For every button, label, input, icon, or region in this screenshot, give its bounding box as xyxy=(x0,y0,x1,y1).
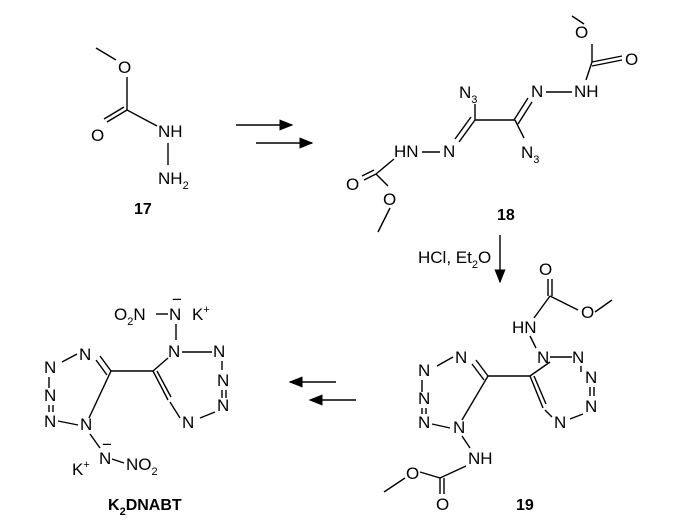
atom-n: N xyxy=(554,413,566,432)
atom-n: N xyxy=(453,418,465,437)
atom-o: O xyxy=(436,495,449,514)
compound-19-structure: O O HN N N N N N N N N N xyxy=(383,260,613,514)
product-k2dnabt-structure: O2N N − K+ N N N N N N N N N N xyxy=(44,290,229,518)
atom-n: N xyxy=(572,348,584,367)
atom-n: N xyxy=(418,361,430,380)
atom-n: N xyxy=(418,413,430,432)
atom-hn: HN xyxy=(394,142,419,161)
atom-o: O xyxy=(91,126,104,145)
compound-label-19: 19 xyxy=(516,497,534,514)
reaction-arrows-17-18 xyxy=(236,119,314,149)
atom-n: N xyxy=(585,368,597,387)
reaction-arrows-19-product xyxy=(288,376,356,406)
atom-n3: N3 xyxy=(459,83,477,106)
atom-n: N xyxy=(537,348,549,367)
potassium-ion: K+ xyxy=(192,304,210,324)
potassium-ion: K+ xyxy=(72,459,90,479)
compound-label-17: 17 xyxy=(134,201,152,218)
atom-n: N xyxy=(80,415,92,434)
atom-n: N xyxy=(585,397,597,416)
atom-no2: NO2 xyxy=(126,455,158,478)
atom-o: O xyxy=(383,190,396,209)
atom-n: N xyxy=(44,386,56,405)
compound-17-structure: O O NH NH2 17 xyxy=(91,47,189,218)
atom-o2n: O2N xyxy=(114,305,146,328)
atom-n: N xyxy=(531,82,543,101)
atom-o: O xyxy=(346,175,359,194)
minus-charge: − xyxy=(102,435,112,454)
atom-n: N xyxy=(79,345,91,364)
atom-n: N xyxy=(182,413,194,432)
atom-n: N xyxy=(418,389,430,408)
atom-o: O xyxy=(581,303,594,322)
atom-n: N xyxy=(44,412,56,431)
reaction-arrow-18-19: HCl, Et2O xyxy=(418,235,506,284)
compound-label-18: 18 xyxy=(497,207,515,224)
compound-18-structure: O O NH N N3 N3 N HN O O 18 xyxy=(346,15,638,233)
minus-charge: − xyxy=(172,290,182,309)
atom-n: N xyxy=(217,396,229,415)
reagent-label: HCl, Et2O xyxy=(418,248,491,271)
atom-n: N xyxy=(443,142,455,161)
atom-o: O xyxy=(118,58,131,77)
atom-n: N xyxy=(217,371,229,390)
atom-o: O xyxy=(625,50,638,69)
atom-o: O xyxy=(575,23,588,42)
atom-o: O xyxy=(539,260,552,279)
atom-n: N xyxy=(455,348,467,367)
atom-hn: HN xyxy=(512,318,537,337)
atom-nh: NH xyxy=(158,122,183,141)
atom-n3: N3 xyxy=(521,143,539,166)
atom-n: N xyxy=(168,342,180,361)
atom-n: N xyxy=(44,358,56,377)
atom-o: O xyxy=(406,464,419,483)
atom-n: N xyxy=(169,305,181,324)
compound-label-k2dnabt: K2DNABT xyxy=(108,497,182,518)
atom-nh2: NH2 xyxy=(158,169,189,192)
atom-n: N xyxy=(213,342,225,361)
atom-nh: NH xyxy=(574,82,599,101)
atom-nh: NH xyxy=(468,449,493,468)
atom-n: N xyxy=(99,449,111,468)
